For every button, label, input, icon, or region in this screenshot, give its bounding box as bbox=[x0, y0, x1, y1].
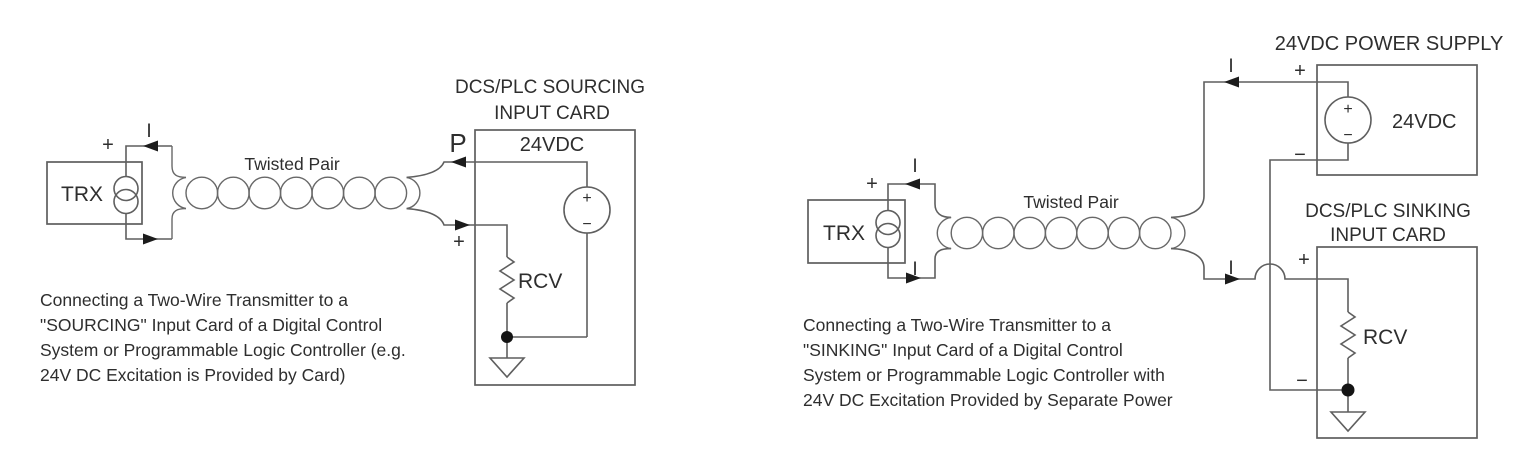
current-source-icon bbox=[875, 209, 901, 249]
caption-line: 24V DC Excitation is Provided by Card) bbox=[40, 365, 345, 385]
plus-terminal-label: + bbox=[866, 173, 878, 195]
current-arrow-icon bbox=[905, 178, 920, 190]
card-title-line2: INPUT CARD bbox=[494, 103, 610, 124]
ground-icon bbox=[1329, 411, 1367, 433]
caption-line: "SINKING" Input Card of a Digital Contro… bbox=[803, 340, 1123, 360]
card-voltage-label: 24VDC bbox=[520, 134, 584, 156]
plus-terminal-label: + bbox=[102, 134, 114, 156]
voltage-source-icon: + − bbox=[563, 186, 611, 234]
twisted-pair-cable bbox=[171, 146, 421, 239]
current-arrow-icon bbox=[143, 140, 158, 152]
current-label: I bbox=[912, 156, 917, 177]
twisted-pair-label: Twisted Pair bbox=[244, 154, 339, 174]
current-arrow-icon bbox=[906, 272, 921, 284]
wire-card-bottom bbox=[406, 207, 508, 257]
current-label: I bbox=[912, 259, 917, 280]
current-label: I bbox=[1228, 56, 1233, 77]
current-label: I bbox=[1228, 258, 1233, 279]
supply-voltage-label: 24VDC bbox=[1392, 111, 1456, 133]
caption-line: 24V DC Excitation Provided by Separate P… bbox=[803, 390, 1173, 410]
sourcing-caption: Connecting a Two-Wire Transmitter to a "… bbox=[40, 290, 406, 385]
caption-line: "SOURCING" Input Card of a Digital Contr… bbox=[40, 315, 382, 335]
caption-line: Connecting a Two-Wire Transmitter to a bbox=[803, 315, 1111, 335]
current-arrow-icon bbox=[1224, 76, 1239, 88]
sinking-diagram: TRX + I I Twisted Pair I + bbox=[803, 33, 1504, 439]
plus-terminal-label: + bbox=[1298, 249, 1310, 271]
ground-icon bbox=[488, 357, 526, 379]
svg-text:+: + bbox=[582, 190, 591, 207]
wire-card-positive bbox=[1170, 247, 1349, 312]
card-title-line1: DCS/PLC SINKING bbox=[1305, 201, 1471, 222]
trx-label: TRX bbox=[823, 222, 865, 245]
current-source-icon bbox=[113, 175, 139, 215]
caption-line: System or Programmable Logic Controller … bbox=[803, 365, 1165, 385]
current-label: I bbox=[146, 121, 151, 142]
wire-supply-negative bbox=[1269, 143, 1349, 391]
minus-terminal-label: − bbox=[1296, 370, 1308, 392]
receiver-label: RCV bbox=[518, 270, 562, 293]
current-arrow-icon bbox=[143, 233, 158, 245]
svg-text:+: + bbox=[1343, 101, 1352, 118]
power-supply-box bbox=[1316, 64, 1478, 176]
trx-label: TRX bbox=[61, 183, 103, 206]
sourcing-diagram: TRX + I Twisted Pair bbox=[40, 77, 645, 386]
card-title-line2: INPUT CARD bbox=[1330, 225, 1446, 246]
caption-line: System or Programmable Logic Controller … bbox=[40, 340, 406, 360]
trx-box bbox=[46, 161, 143, 225]
sinking-card-box bbox=[1316, 246, 1478, 439]
terminal-p-label: P bbox=[449, 128, 466, 158]
sourcing-card-box bbox=[474, 129, 636, 386]
junction-dot bbox=[1341, 383, 1355, 397]
wire-card-top bbox=[406, 161, 588, 187]
resistor-icon bbox=[498, 256, 516, 304]
plus-terminal-label: + bbox=[453, 231, 465, 253]
caption-line: Connecting a Two-Wire Transmitter to a bbox=[40, 290, 348, 310]
resistor-icon bbox=[1339, 311, 1357, 359]
wire-supply-positive bbox=[1170, 81, 1349, 219]
voltage-source-icon: + − bbox=[1324, 96, 1372, 144]
junction-dot bbox=[501, 331, 513, 343]
svg-text:−: − bbox=[1343, 127, 1352, 144]
current-arrow-icon bbox=[455, 219, 470, 231]
sinking-caption: Connecting a Two-Wire Transmitter to a "… bbox=[803, 315, 1173, 410]
current-arrow-icon bbox=[1225, 273, 1240, 285]
trx-box bbox=[807, 199, 906, 264]
receiver-label: RCV bbox=[1363, 326, 1407, 349]
svg-text:−: − bbox=[582, 216, 591, 233]
minus-terminal-label: − bbox=[1294, 144, 1306, 166]
card-title-line1: DCS/PLC SOURCING bbox=[455, 77, 645, 98]
wire-trx-top bbox=[887, 183, 952, 219]
twisted-pair-cable bbox=[936, 216, 1186, 250]
plus-terminal-label: + bbox=[1294, 60, 1306, 82]
wire-trx-bottom bbox=[125, 213, 172, 240]
power-supply-title: 24VDC POWER SUPPLY bbox=[1275, 33, 1504, 55]
twisted-pair-label: Twisted Pair bbox=[1023, 192, 1118, 212]
current-arrow-icon bbox=[451, 156, 466, 168]
wire-trx-bottom bbox=[887, 247, 952, 279]
